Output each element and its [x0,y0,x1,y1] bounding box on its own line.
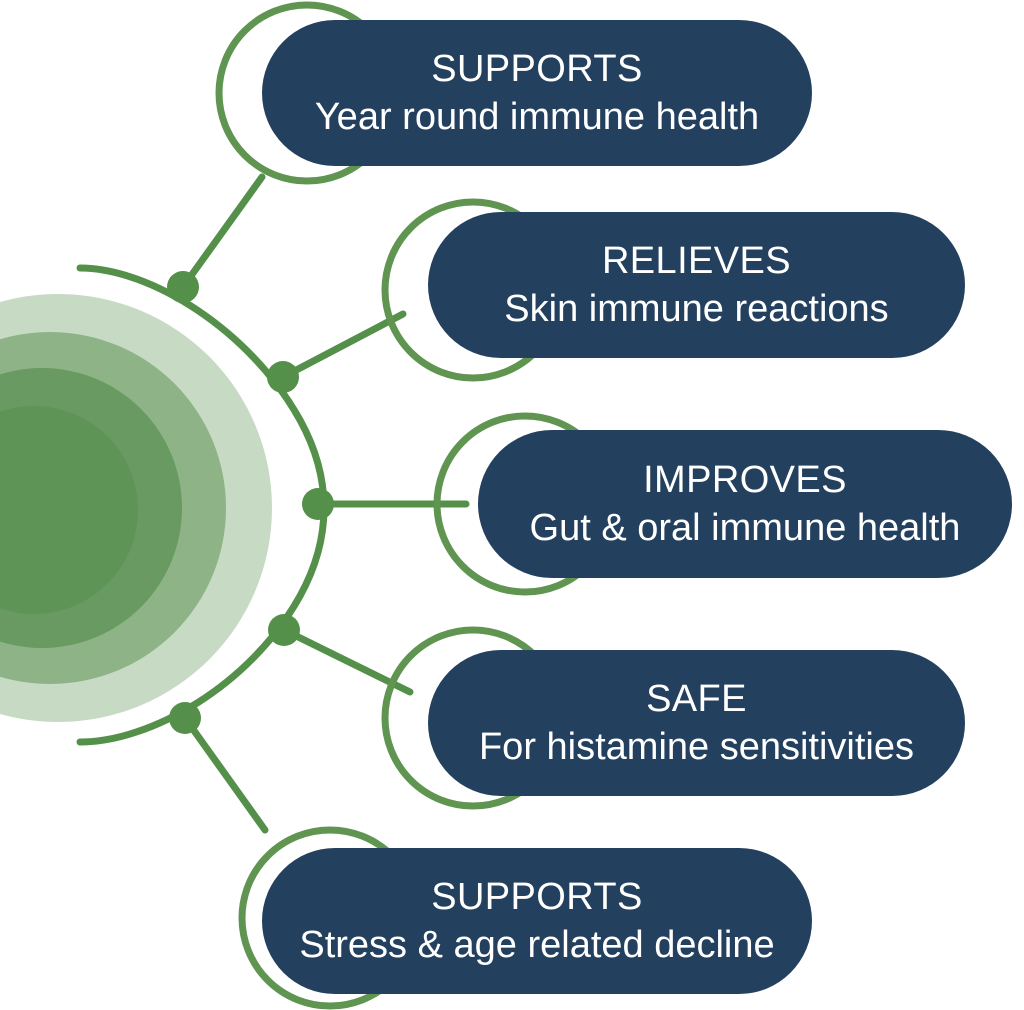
connector-lines [179,173,470,834]
benefit-card-description: Stress & age related decline [299,923,775,966]
hub-node-2[interactable] [267,361,299,393]
connector-line-1 [179,173,266,291]
benefit-card-safe-histamine[interactable]: SAFE For histamine sensitivities [428,650,965,796]
benefit-card-title: IMPROVES [643,459,847,502]
hub-nodes [167,271,334,734]
connector-line-2 [279,310,407,381]
connector-line-5 [181,714,269,834]
benefit-card-description: For histamine sensitivities [478,725,915,768]
hub-ring-core [0,406,138,614]
benefit-card-title: RELIEVES [601,240,792,283]
benefit-card-supports-year-round[interactable]: SUPPORTS Year round immune health [262,20,812,166]
connector-line-4 [280,626,414,696]
benefit-card-title: SUPPORTS [431,48,643,91]
benefit-card-description: Year round immune health [314,95,760,138]
benefit-card-supports-stress-age[interactable]: SUPPORTS Stress & age related decline [262,848,812,994]
hub-node-5[interactable] [169,702,201,734]
benefit-card-description: Gut & oral immune health [529,506,961,549]
hub-node-1[interactable] [167,271,199,303]
hub-node-4[interactable] [268,614,300,646]
benefit-card-description: Skin immune reactions [504,287,889,330]
benefit-card-title: SAFE [646,678,747,721]
benefit-card-relieves-skin[interactable]: RELIEVES Skin immune reactions [428,212,965,358]
hub-blob [0,294,272,722]
benefit-card-title: SUPPORTS [431,876,643,919]
benefit-card-improves-gut-oral[interactable]: IMPROVES Gut & oral immune health [478,430,1012,578]
hub-node-3[interactable] [302,488,334,520]
